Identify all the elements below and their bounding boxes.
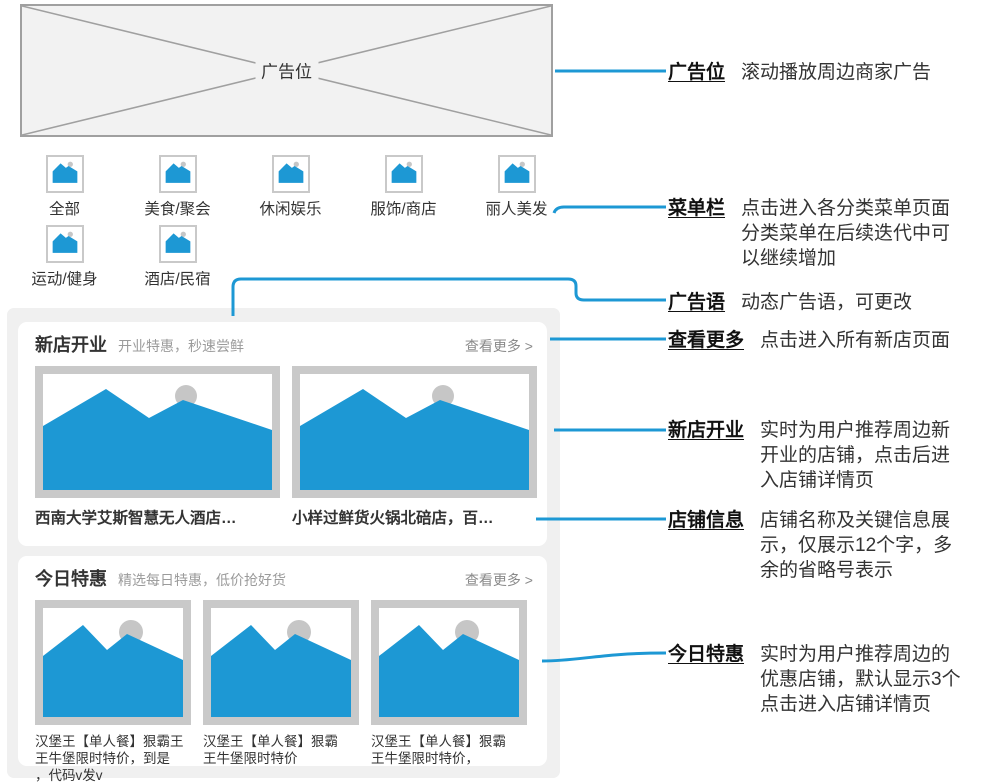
annotation-desc: 店铺名称及关键信息展 示，仅展示12个字，多 余的省略号表示 xyxy=(760,510,953,581)
annotation-menu-bar: 菜单栏 点击进入各分类菜单页面 分类菜单在后续迭代中可 以继续增加 xyxy=(668,196,950,271)
menu-item-clothing[interactable]: 服饰/商店 xyxy=(347,155,460,219)
section-subtitle: 精选每日特惠，低价抢好货 xyxy=(118,572,286,588)
menu-item-hotel[interactable]: 酒店/民宿 xyxy=(121,225,234,289)
annotation-store-info: 店铺信息 店铺名称及关键信息展 示，仅展示12个字，多 余的省略号表示 xyxy=(668,508,952,583)
store-name[interactable]: 小样过鲜货火锅北碚店，百… xyxy=(292,510,494,527)
annotation-ad-banner: 广告位 滚动播放周边商家广告 xyxy=(668,60,931,85)
section-subtitle: 开业特惠，秒速尝鲜 xyxy=(118,338,244,354)
today-deals-header: 今日特惠 精选每日特惠，低价抢好货 查看更多 > xyxy=(18,556,547,591)
annotation-desc: 滚动播放周边商家广告 xyxy=(741,62,932,83)
deal-name[interactable]: 汉堡王【单人餐】狠霸 王牛堡限时特价 xyxy=(203,734,338,766)
new-stores-names: 西南大学艾斯智慧无人酒店… 小样过鲜货火锅北碚店，百… xyxy=(18,506,547,528)
deal-image-placeholder[interactable] xyxy=(203,600,359,725)
image-placeholder-icon xyxy=(158,225,197,263)
menu-item-label: 休闲娱乐 xyxy=(259,201,322,218)
ad-banner-label: 广告位 xyxy=(255,56,318,82)
store-image-placeholder[interactable] xyxy=(292,366,537,498)
annotation-label: 查看更多 xyxy=(668,330,745,351)
menu-item-all[interactable]: 全部 xyxy=(8,155,121,219)
deal-image-placeholder[interactable] xyxy=(371,600,527,725)
annotation-desc: 实时为用户推荐周边新 开业的店铺，点击后进 入店铺详情页 xyxy=(760,420,951,491)
annotation-label: 今日特惠 xyxy=(668,644,745,665)
image-placeholder-icon xyxy=(158,155,197,193)
menu-item-leisure[interactable]: 休闲娱乐 xyxy=(234,155,347,219)
new-stores-header: 新店开业 开业特惠，秒速尝鲜 查看更多 > xyxy=(18,322,547,357)
new-stores-images xyxy=(18,366,547,498)
menu-item-sports[interactable]: 运动/健身 xyxy=(8,225,121,289)
today-deals-images xyxy=(18,600,547,725)
deal-name[interactable]: 汉堡王【单人餐】狠霸王 王牛堡限时特价，到是 ，代码v发v xyxy=(35,734,184,783)
annotation-label: 新店开业 xyxy=(668,420,745,441)
annotation-new-stores: 新店开业 实时为用户推荐周边新 开业的店铺，点击后进 入店铺详情页 xyxy=(668,418,950,493)
menu-item-label: 美食/聚会 xyxy=(144,201,211,218)
annotation-desc: 点击进入所有新店页面 xyxy=(760,330,951,351)
view-more-link[interactable]: 查看更多 > xyxy=(464,338,533,354)
image-placeholder-icon xyxy=(497,155,536,193)
menu-item-label: 丽人美发 xyxy=(485,201,548,218)
new-stores-card: 新店开业 开业特惠，秒速尝鲜 查看更多 > 西南大学艾斯智慧无人酒店… 小样过鲜… xyxy=(18,322,547,546)
annotation-label: 广告位 xyxy=(668,62,726,83)
section-title: 今日特惠 xyxy=(35,569,107,589)
annotation-ad-slogan: 广告语 动态广告语，可更改 xyxy=(668,290,912,315)
menu-row-1: 全部 美食/聚会 休闲娱乐 服饰/商店 丽人美发 xyxy=(8,155,573,219)
annotation-desc: 动态广告语，可更改 xyxy=(741,292,913,313)
annotation-desc: 实时为用户推荐周边的 优惠店铺，默认显示3个 点击进入店铺详情页 xyxy=(760,644,961,715)
today-deals-names: 汉堡王【单人餐】狠霸王 王牛堡限时特价，到是 ，代码v发v 汉堡王【单人餐】狠霸… xyxy=(18,733,547,784)
today-deals-card: 今日特惠 精选每日特惠，低价抢好货 查看更多 > 汉堡王【单人餐】狠霸王 王牛堡… xyxy=(18,556,547,783)
menu-row-2: 运动/健身 酒店/民宿 xyxy=(8,225,234,289)
menu-item-label: 酒店/民宿 xyxy=(144,271,211,288)
section-title: 新店开业 xyxy=(35,335,107,355)
annotation-label: 广告语 xyxy=(668,292,726,313)
menu-item-beauty[interactable]: 丽人美发 xyxy=(460,155,573,219)
content-panel: 新店开业 开业特惠，秒速尝鲜 查看更多 > 西南大学艾斯智慧无人酒店… 小样过鲜… xyxy=(7,308,560,783)
menu-item-food[interactable]: 美食/聚会 xyxy=(121,155,234,219)
menu-item-label: 运动/健身 xyxy=(31,271,98,288)
deal-image-placeholder[interactable] xyxy=(35,600,191,725)
store-image-placeholder[interactable] xyxy=(35,366,280,498)
store-name[interactable]: 西南大学艾斯智慧无人酒店… xyxy=(35,510,237,527)
ad-banner-placeholder[interactable]: 广告位 xyxy=(20,4,553,137)
view-more-link[interactable]: 查看更多 > xyxy=(464,572,533,588)
annotation-desc: 点击进入各分类菜单页面 分类菜单在后续迭代中可 以继续增加 xyxy=(741,198,951,269)
annotation-view-more: 查看更多 点击进入所有新店页面 xyxy=(668,328,950,353)
image-placeholder-icon xyxy=(271,155,310,193)
menu-item-label: 服饰/商店 xyxy=(370,201,437,218)
image-placeholder-icon xyxy=(45,155,84,193)
image-placeholder-icon xyxy=(45,225,84,263)
image-placeholder-icon xyxy=(384,155,423,193)
annotation-label: 店铺信息 xyxy=(668,510,745,531)
annotation-label: 菜单栏 xyxy=(668,198,726,219)
annotation-today-deals: 今日特惠 实时为用户推荐周边的 优惠店铺，默认显示3个 点击进入店铺详情页 xyxy=(668,642,961,717)
menu-item-label: 全部 xyxy=(48,201,80,218)
deal-name[interactable]: 汉堡王【单人餐】狠霸 王牛堡限时特价， xyxy=(371,734,506,766)
